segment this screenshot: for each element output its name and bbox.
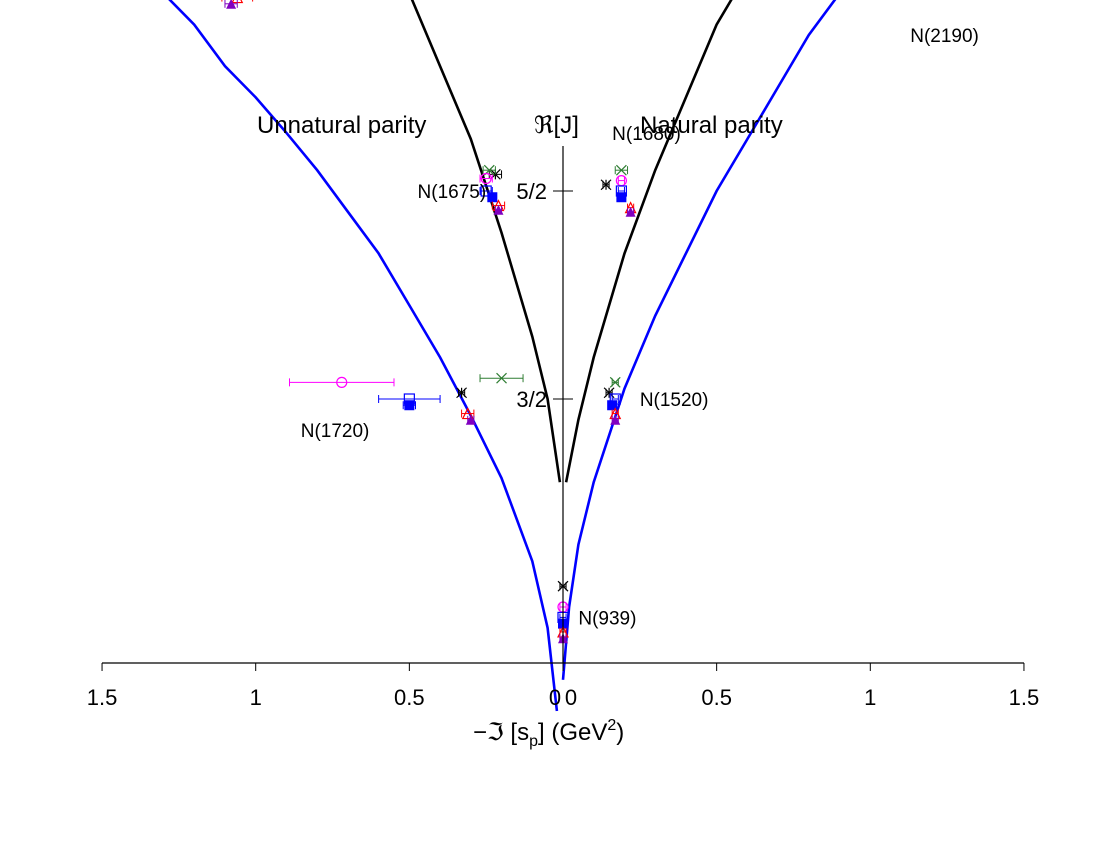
x-tick-label: 0	[549, 685, 561, 710]
marker-filled-triangle	[625, 206, 636, 217]
data-point-filled-square	[487, 192, 498, 203]
data-point-star	[488, 168, 503, 180]
trajectory-curves	[168, 0, 837, 712]
trajectory-curve-left-2	[168, 0, 559, 712]
x-tick-label: 0.5	[394, 685, 425, 710]
trajectory-curve-right-4	[561, 0, 837, 680]
x-tick-label: 1	[864, 685, 876, 710]
marker-square	[480, 185, 492, 197]
x-axis-label-sub: p	[529, 733, 538, 750]
x-tick-label: 1.5	[87, 685, 118, 710]
resonance-labels: N(2250)N(1990)N(1675)N(1720)N(2220)N(219…	[301, 26, 979, 629]
marker-x-b	[496, 372, 507, 384]
resonance-label: N(1720)	[301, 421, 370, 442]
data-point-star	[456, 387, 468, 399]
marker-x-b	[609, 376, 621, 388]
data-point-star	[600, 179, 612, 191]
data-points	[221, 0, 637, 644]
marker-filled-square	[607, 400, 618, 411]
title-unnatural-parity: Unnatural parity	[257, 112, 426, 139]
trajectory-curve-left-1	[410, 0, 562, 483]
marker-filled-square	[487, 192, 498, 203]
x-tick-label: 1	[250, 685, 262, 710]
data-point-x	[614, 164, 629, 176]
resonance-label: N(1680)	[612, 124, 681, 145]
data-point-filled-square	[402, 400, 416, 411]
x-tick-label: 1.5	[1009, 685, 1040, 710]
data-point-filled-triangle	[465, 414, 476, 425]
marker-circle	[480, 172, 492, 185]
x-axis-label-main: −ℑ [s	[473, 719, 529, 746]
x-tick-label: 0	[565, 685, 577, 710]
data-point-star	[603, 387, 615, 399]
marker-filled-triangle	[465, 414, 476, 425]
y-ticks: 3/25/27/29/2	[516, 179, 573, 412]
marker-filled-triangle	[493, 204, 504, 215]
data-point-circle	[479, 172, 493, 185]
trajectory-curve-right-3	[564, 0, 733, 483]
resonance-label: N(2190)	[910, 26, 979, 47]
x-axis-label-sup: 2	[607, 717, 616, 734]
data-point-circle	[615, 175, 627, 187]
data-point-filled-triangle	[224, 0, 238, 9]
x-axis-label: −ℑ [sp] (GeV2)	[473, 717, 624, 750]
marker-filled-square	[616, 192, 627, 203]
title-natural-parity: Natural parity	[640, 112, 783, 139]
resonance-label: N(939)	[578, 608, 636, 629]
data-point-filled-triangle	[625, 206, 636, 217]
data-point-filled-square	[616, 192, 627, 203]
marker-filled-square	[404, 400, 415, 411]
x-axis-label-unit: ] (GeV	[538, 719, 607, 746]
marker-circle	[336, 376, 348, 388]
resonance-label: N(1675)	[418, 182, 487, 203]
marker-x-b	[615, 164, 627, 176]
resonance-label: N(1520)	[640, 390, 709, 411]
y-tick-label: 5/2	[516, 179, 547, 204]
y-tick-label: 3/2	[516, 387, 547, 412]
marker-filled-triangle	[226, 0, 237, 9]
data-point-x	[479, 372, 524, 384]
data-point-filled-triangle	[610, 414, 621, 425]
x-tick-label: 0.5	[701, 685, 732, 710]
y-axis-label: ℜ[J]	[534, 112, 579, 139]
marker-filled-triangle	[610, 414, 621, 425]
data-point-filled-triangle	[493, 204, 504, 215]
data-point-x	[609, 376, 621, 388]
data-point-circle	[289, 376, 395, 388]
x-axis-label-end: )	[616, 719, 624, 746]
